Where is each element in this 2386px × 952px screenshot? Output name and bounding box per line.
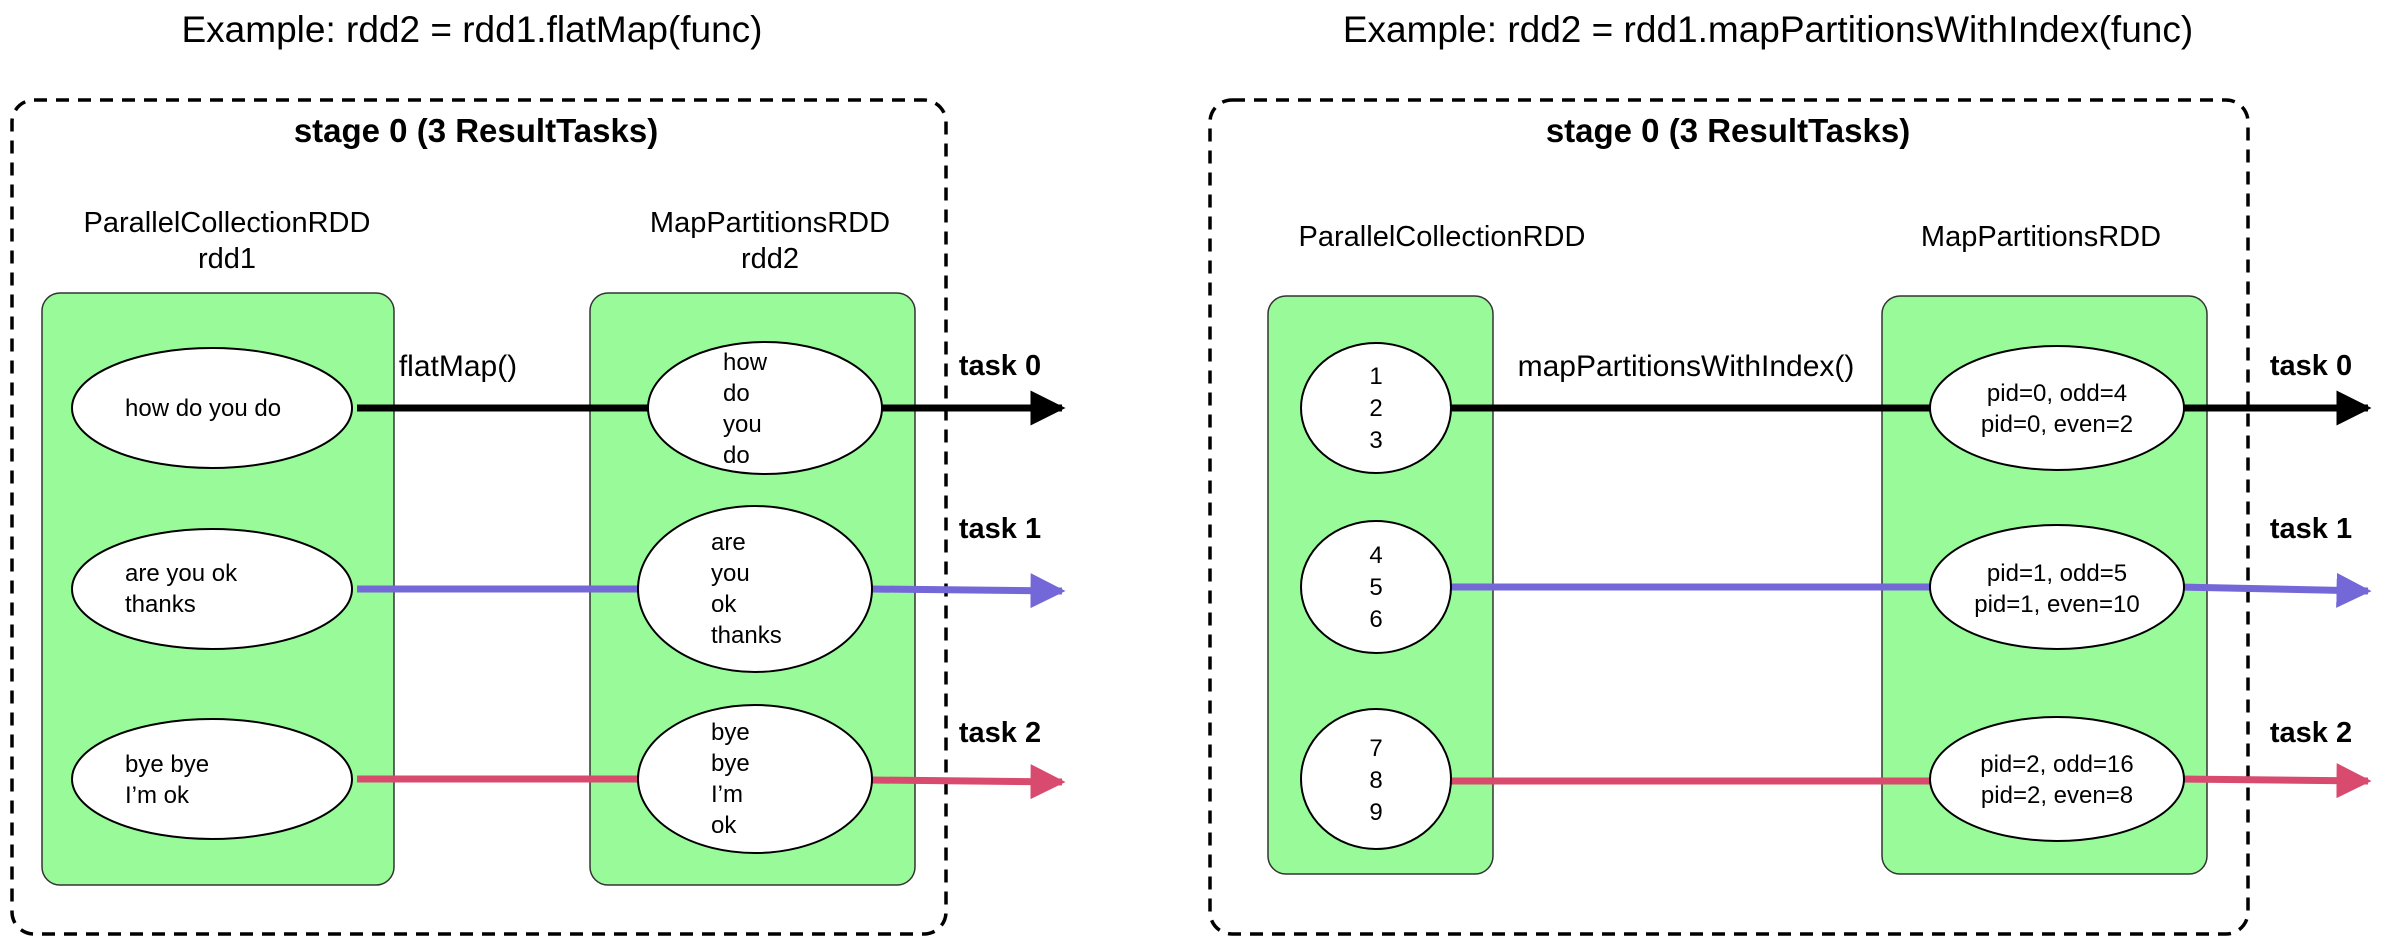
source-rdd-name: ParallelCollectionRDD — [1299, 221, 1586, 253]
function-label: flatMap() — [399, 350, 517, 383]
source-partition-1 — [71, 528, 353, 650]
source-partition-0 — [71, 347, 353, 469]
mappartitionswithindex-example: Example: rdd2 = rdd1.mapPartitionsWithIn… — [1208, 9, 2372, 936]
source-partition-1 — [1300, 520, 1452, 654]
source-partition-2-line-1: 7 — [1369, 735, 1382, 762]
source-partition-0-line-2: 2 — [1369, 395, 1382, 422]
target-partition-1-line-2: pid=1, even=10 — [1974, 591, 2139, 618]
source-partition-1-line-1: are you ok — [125, 560, 238, 587]
target-partition-0-line-4: do — [723, 442, 750, 469]
target-partition-1 — [637, 505, 873, 673]
task-1-arrow — [871, 573, 1066, 609]
task-0-label: task 0 — [959, 350, 1041, 382]
mappartitionswithindex-example-title: Example: rdd2 = rdd1.mapPartitionsWithIn… — [1343, 9, 2193, 50]
source-partition-2-line-1: bye bye — [125, 751, 209, 778]
stage-boundary — [1208, 98, 2250, 936]
source-rdd-var: rdd1 — [198, 243, 256, 275]
target-partition-2-line-3: I’m — [711, 781, 743, 808]
target-partition-0 — [647, 341, 883, 475]
flatmap-example-title: Example: rdd2 = rdd1.flatMap(func) — [182, 9, 763, 50]
task-2-arrow — [2177, 763, 2372, 799]
target-partition-0-line-2: do — [723, 380, 750, 407]
target-rdd-name: MapPartitionsRDD — [650, 207, 890, 239]
stage-label: stage 0 (3 ResultTasks) — [294, 112, 658, 149]
task-2-label: task 2 — [959, 717, 1041, 749]
function-label: mapPartitionsWithIndex() — [1518, 350, 1855, 383]
target-partition-0-line-2: pid=0, even=2 — [1981, 411, 2133, 438]
target-partition-2-line-2: pid=2, even=8 — [1981, 782, 2133, 809]
target-partition-0-line-1: how — [723, 349, 768, 376]
source-partition-2 — [71, 718, 353, 840]
source-partition-2-line-2: I’m ok — [125, 782, 190, 809]
source-partition-2-line-3: 9 — [1369, 799, 1382, 826]
task-1-label: task 1 — [959, 513, 1041, 545]
task-1-label: task 1 — [2270, 513, 2352, 545]
target-partition-0 — [1929, 345, 2185, 471]
target-rdd-var: rdd2 — [741, 243, 799, 275]
source-partition-2 — [1300, 708, 1452, 850]
target-partition-0-line-3: you — [723, 411, 762, 438]
target-partition-1 — [1929, 524, 2185, 650]
stage-label: stage 0 (3 ResultTasks) — [1546, 112, 1910, 149]
stage-boundary — [10, 98, 948, 936]
target-partition-1-line-3: ok — [711, 591, 737, 618]
source-partition-0-text: how do you do — [125, 395, 281, 422]
source-partition-0-line-1: 1 — [1369, 363, 1382, 390]
target-partition-2-line-1: bye — [711, 719, 750, 746]
target-partition-1-line-1: are — [711, 529, 746, 556]
flatmap-example: Example: rdd2 = rdd1.flatMap(func) stage… — [10, 9, 1066, 936]
source-partition-1-line-3: 6 — [1369, 606, 1382, 633]
target-partition-2 — [1929, 716, 2185, 842]
target-partition-2-line-4: ok — [711, 812, 737, 839]
task-2-arrow — [871, 764, 1066, 800]
target-partition-2 — [637, 704, 873, 854]
task-1-arrow — [2177, 572, 2372, 608]
target-partition-0-line-1: pid=0, odd=4 — [1987, 380, 2127, 407]
source-partition-2-line-2: 8 — [1369, 767, 1382, 794]
source-partition-1-line-2: 5 — [1369, 574, 1382, 601]
task-0-label: task 0 — [2270, 350, 2352, 382]
source-partition-0 — [1300, 342, 1452, 474]
source-partition-0-line-3: 3 — [1369, 427, 1382, 454]
target-partition-1-line-4: thanks — [711, 622, 782, 649]
target-partition-1-line-1: pid=1, odd=5 — [1987, 560, 2127, 587]
source-partition-1-line-1: 4 — [1369, 542, 1382, 569]
source-rdd-name: ParallelCollectionRDD — [84, 207, 371, 239]
target-partition-1-line-2: you — [711, 560, 750, 587]
target-rdd-name: MapPartitionsRDD — [1921, 221, 2161, 253]
target-partition-2-line-2: bye — [711, 750, 750, 777]
target-partition-2-line-1: pid=2, odd=16 — [1980, 751, 2133, 778]
task-2-label: task 2 — [2270, 717, 2352, 749]
source-partition-1-line-2: thanks — [125, 591, 196, 618]
